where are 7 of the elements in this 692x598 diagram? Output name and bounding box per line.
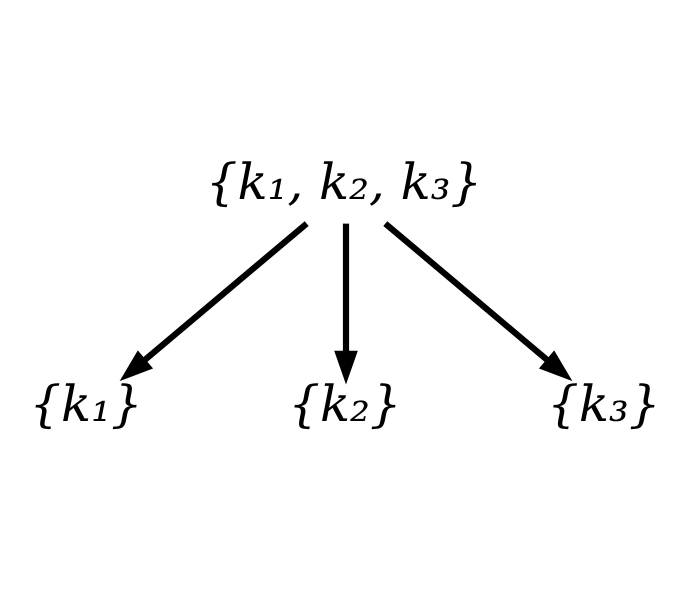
- arrow: [383, 220, 572, 381]
- node-text: {k₂}: [288, 374, 402, 432]
- arrow: [334, 223, 358, 384]
- node-text: {k₁}: [29, 374, 143, 432]
- arrow: [120, 220, 309, 381]
- node-text: {k₃}: [547, 374, 660, 432]
- node-text: {k₁, k₂, k₃}: [206, 152, 482, 211]
